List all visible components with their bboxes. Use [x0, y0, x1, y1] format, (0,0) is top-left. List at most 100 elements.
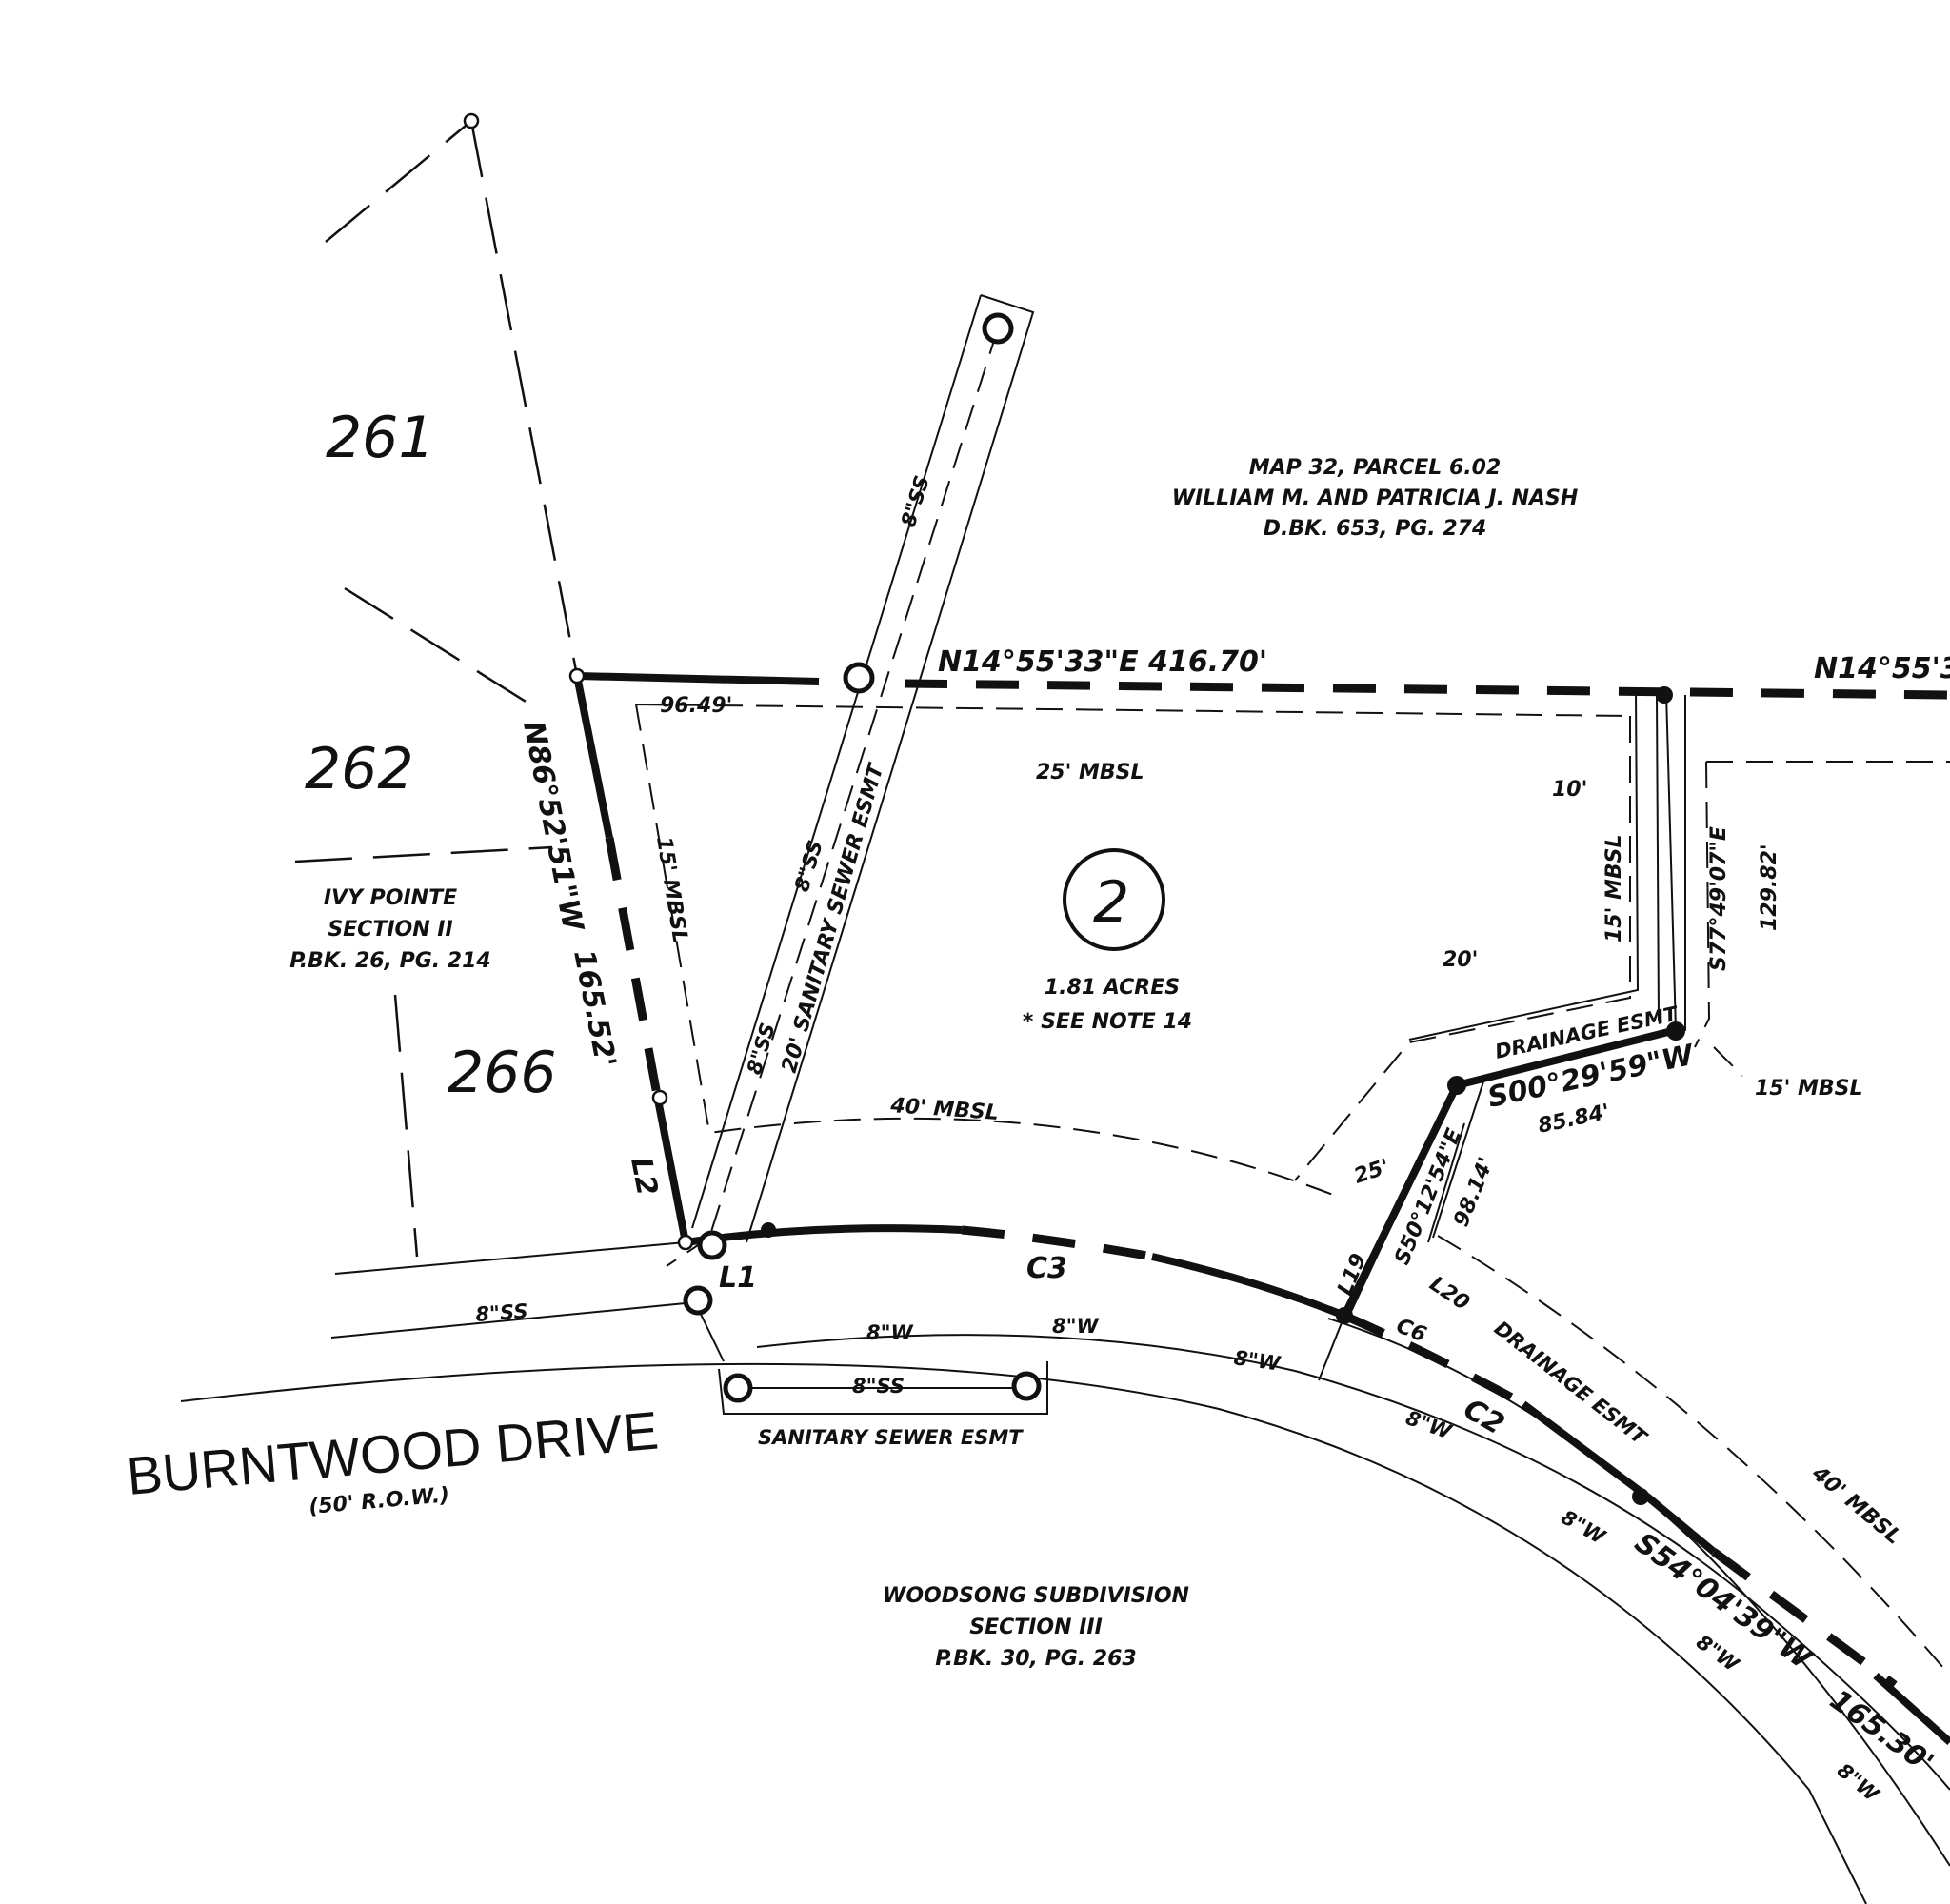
east-distance: 129.82' [1758, 843, 1781, 931]
mbsl-15-west: 15' MBSL [651, 835, 691, 945]
drain-distance-a: 85.84' [1536, 1101, 1612, 1139]
pin-front [1336, 1307, 1353, 1324]
road-ss-line [330, 1301, 696, 1339]
sewer-manhole-box-left [723, 1373, 753, 1403]
woodsong-line2: SECTION III [969, 1616, 1103, 1639]
pin-c3 [761, 1222, 776, 1238]
lot-262-label: 262 [305, 736, 414, 803]
lot-number-circle [1063, 848, 1165, 951]
lot-261-label: 261 [326, 405, 435, 471]
ss-label-road: 8"SS [475, 1299, 529, 1326]
north-bearing: N14°55'33"E 416.70' [938, 645, 1267, 679]
drain-esmt-strip [1665, 692, 1677, 1031]
mbsl-east [1294, 716, 1631, 1181]
line-label-c6: C6 [1393, 1314, 1430, 1347]
front-boundary-c3-b [1151, 1253, 1346, 1319]
ivy-line1: IVY POINTE [324, 886, 457, 910]
pin-south [1632, 1488, 1649, 1505]
corner-pin-top [463, 112, 480, 129]
pin-sw [677, 1234, 694, 1251]
w-label-6: 8"W [1692, 1631, 1743, 1677]
mbsl-15-east: 15' MBSL [1602, 834, 1626, 942]
west-boundary [573, 675, 613, 839]
w-label-1: 8"W [866, 1321, 914, 1344]
line-label-l20: L20 [1425, 1272, 1474, 1316]
sewer-esmt-bottom: SANITARY SEWER ESMT [758, 1426, 1024, 1449]
west-distance: 165.52' [567, 947, 622, 1070]
west-boundary-lower [653, 1094, 689, 1243]
ss-label-box: 8"SS [852, 1375, 905, 1398]
pin-ne-drain [1656, 686, 1673, 704]
dim-10: 10' [1552, 778, 1587, 802]
nash-line3: D.BK. 653, PG. 274 [1264, 517, 1487, 541]
line-label-c2: C2 [1458, 1393, 1510, 1442]
see-note: * SEE NOTE 14 [1023, 1010, 1192, 1034]
pin-west-mid [651, 1089, 668, 1106]
north-bearing-cont: N14°55'3 [1814, 652, 1950, 685]
ivy-line2: SECTION II [328, 918, 452, 942]
w-label-3: 8"W [1232, 1346, 1282, 1376]
w-label-7: 8"W [1833, 1758, 1883, 1806]
nw-dashed-ray [325, 120, 472, 243]
road-lot-line [1318, 1315, 1345, 1381]
sewer-esmt-strip [691, 294, 1035, 1243]
w-label-5: 8"W [1558, 1506, 1610, 1550]
se-mbsl-15 [1713, 1046, 1743, 1077]
line-label-l2: L2 [624, 1155, 664, 1199]
east-bearing: S77°49'07"E [1707, 826, 1731, 971]
w-label-2: 8"W [1052, 1315, 1100, 1338]
pin-nw [568, 667, 586, 684]
sewer-manhole-box-right [1011, 1371, 1042, 1401]
mbsl-15-se: 15' MBSL [1755, 1077, 1863, 1101]
south-line-dash [1711, 1548, 1898, 1689]
north-boundary-dashed [904, 679, 1950, 700]
drainage-esmt-bottom: DRAINAGE ESMT [1490, 1317, 1652, 1450]
monuments [568, 312, 1685, 1505]
mbsl-40-front: 40' MBSL [889, 1094, 1000, 1125]
woodsong-line1: WOODSONG SUBDIVISION [883, 1584, 1189, 1608]
south-line-b [1644, 1493, 1717, 1556]
nash-line1: MAP 32, PARCEL 6.02 [1249, 456, 1502, 480]
north-boundary-solid [576, 672, 820, 685]
road-north-edge [334, 1241, 686, 1275]
labels: 261 262 266 2 MAP 32, PARCEL 6.02 WILLIA… [125, 405, 1950, 1807]
lot-262-line [344, 586, 539, 711]
front-boundary-c6 [1343, 1311, 1536, 1413]
sewer-manhole-road [697, 1230, 727, 1260]
sewer-esmt-20: 20' SANITARY SEWER ESMT [778, 760, 889, 1076]
sewer-manhole-ss [683, 1285, 713, 1316]
se-mbsl-40 [1437, 1235, 1950, 1676]
dist-96-49: 96.49' [660, 694, 732, 718]
lot-2-label: 2 [1093, 869, 1129, 936]
sewer-manhole-north [843, 662, 875, 694]
pin-drain-w [1447, 1076, 1466, 1095]
south-line-c [1873, 1673, 1950, 1745]
road-w-line [756, 1334, 1950, 1791]
mbsl-25: 25' MBSL [1036, 761, 1144, 784]
lot-266-label: 266 [448, 1040, 557, 1106]
w-label-4: 8"W [1403, 1406, 1455, 1444]
road-row: (50' R.O.W.) [308, 1483, 450, 1519]
west-boundary-dash [605, 837, 662, 1096]
pin-drain-e [1666, 1021, 1685, 1041]
ss-label-1: 8"SS [897, 473, 934, 530]
line-label-l1: L1 [719, 1261, 757, 1295]
nash-line2: WILLIAM M. AND PATRICIA J. NASH [1172, 486, 1579, 510]
acreage: 1.81 ACRES [1045, 976, 1180, 1000]
ivy-line3: P.BK. 26, PG. 214 [289, 949, 490, 973]
sewer-esmt-box [718, 1361, 1048, 1415]
road-r-curve [1327, 1318, 1950, 1867]
sewer-manhole-top [982, 312, 1014, 345]
mbsl-inner [635, 704, 1631, 1196]
ivy-pointe-line [393, 994, 419, 1258]
line-label-c3: C3 [1026, 1252, 1067, 1285]
dim-25: 25' [1351, 1155, 1392, 1188]
mbsl-east-b [1694, 761, 1950, 1048]
drainage-esmt-upper [1408, 689, 1660, 1041]
woodsong-line3: P.BK. 30, PG. 263 [935, 1647, 1136, 1671]
road-south-edge [180, 1362, 1867, 1904]
front-boundary-c3 [685, 1224, 963, 1246]
dim-20: 20' [1443, 948, 1478, 972]
west-bearing: N86°52'51"W [516, 719, 589, 936]
